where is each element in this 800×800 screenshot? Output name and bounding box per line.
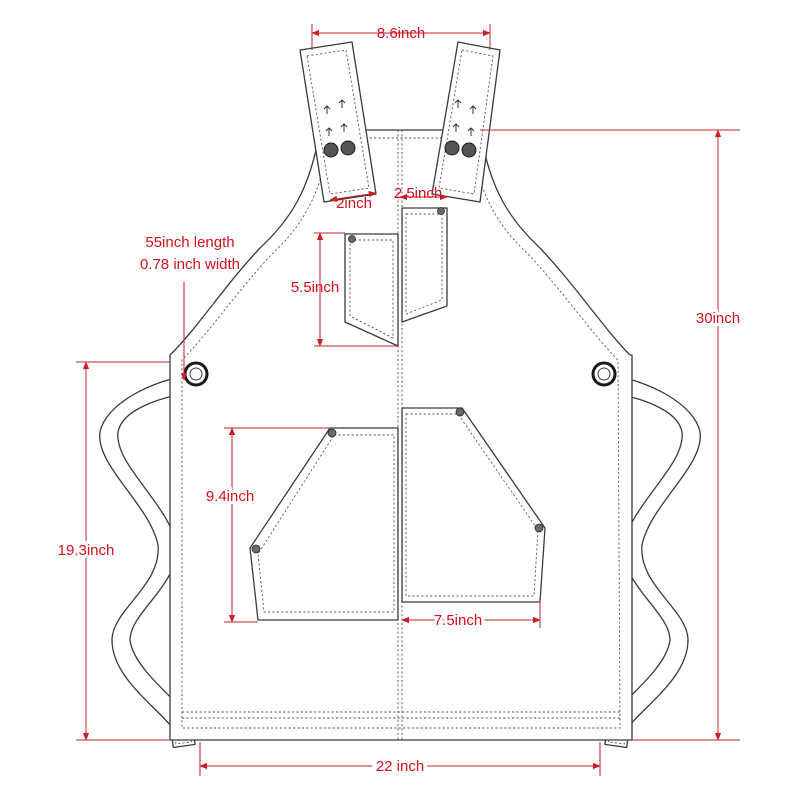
top-width-label: 8.6inch	[377, 25, 425, 42]
bottom-width-label: 22 inch	[376, 758, 424, 775]
grommet-icon	[591, 361, 617, 387]
tie-width-label: 0.78 inch width	[140, 256, 240, 273]
chest-pocket-right	[401, 207, 448, 323]
apron-body	[169, 129, 633, 741]
dimension-labels: 8.6inch 2inch 2.5inch 5.5inch 30inch 55i…	[55, 25, 743, 779]
right-shoulder-strap	[431, 41, 501, 203]
snap-button-icon	[323, 140, 356, 158]
chest-pocket-width-label: 2.5inch	[394, 185, 442, 202]
snap-button-icon	[444, 140, 477, 158]
rivet-icon	[323, 99, 348, 136]
rivet-icon	[452, 99, 477, 136]
front-pocket-width-label: 7.5inch	[434, 612, 482, 629]
strap-width-label: 2inch	[336, 195, 372, 212]
front-pocket	[249, 407, 546, 621]
side-length-label: 19.3inch	[58, 542, 115, 559]
front-pocket-height-label: 9.4inch	[206, 488, 254, 505]
tie-length-label: 55inch length	[145, 234, 234, 251]
grommet-icon	[183, 361, 209, 387]
total-length-label: 30inch	[696, 310, 740, 327]
dimension-lines	[76, 24, 740, 776]
chest-pocket-height-label: 5.5inch	[291, 279, 339, 296]
